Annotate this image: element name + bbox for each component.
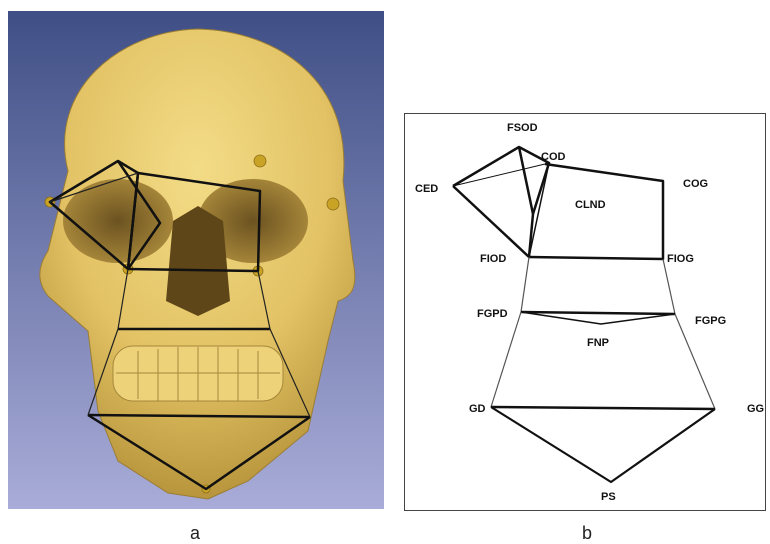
label-gd: GD xyxy=(469,403,486,415)
label-ced: CED xyxy=(415,183,438,195)
label-fgpd: FGPD xyxy=(477,308,508,320)
skull-render-panel xyxy=(8,11,384,509)
label-fiog: FIOG xyxy=(667,253,694,265)
label-fiod: FIOD xyxy=(480,253,506,265)
caption-b: b xyxy=(582,523,592,544)
label-gg: GG xyxy=(747,403,764,415)
label-fgpg: FGPG xyxy=(695,315,726,327)
label-ps: PS xyxy=(601,491,616,503)
nasal-cavity xyxy=(166,206,230,316)
label-fsod: FSOD xyxy=(507,122,538,134)
label-cog: COG xyxy=(683,178,708,190)
skull-render xyxy=(8,11,384,509)
caption-a: a xyxy=(190,523,200,544)
label-cod: COD xyxy=(541,151,566,163)
label-clnd: CLND xyxy=(575,199,606,211)
label-fnp: FNP xyxy=(587,337,609,349)
landmark-diagram-panel: FSOD COD CED CLND COG FIOD FIOG FGPD FGP… xyxy=(404,113,766,511)
right-orbit xyxy=(63,179,173,263)
landmark-diagram: FSOD COD CED CLND COG FIOD FIOG FGPD FGP… xyxy=(405,114,767,512)
